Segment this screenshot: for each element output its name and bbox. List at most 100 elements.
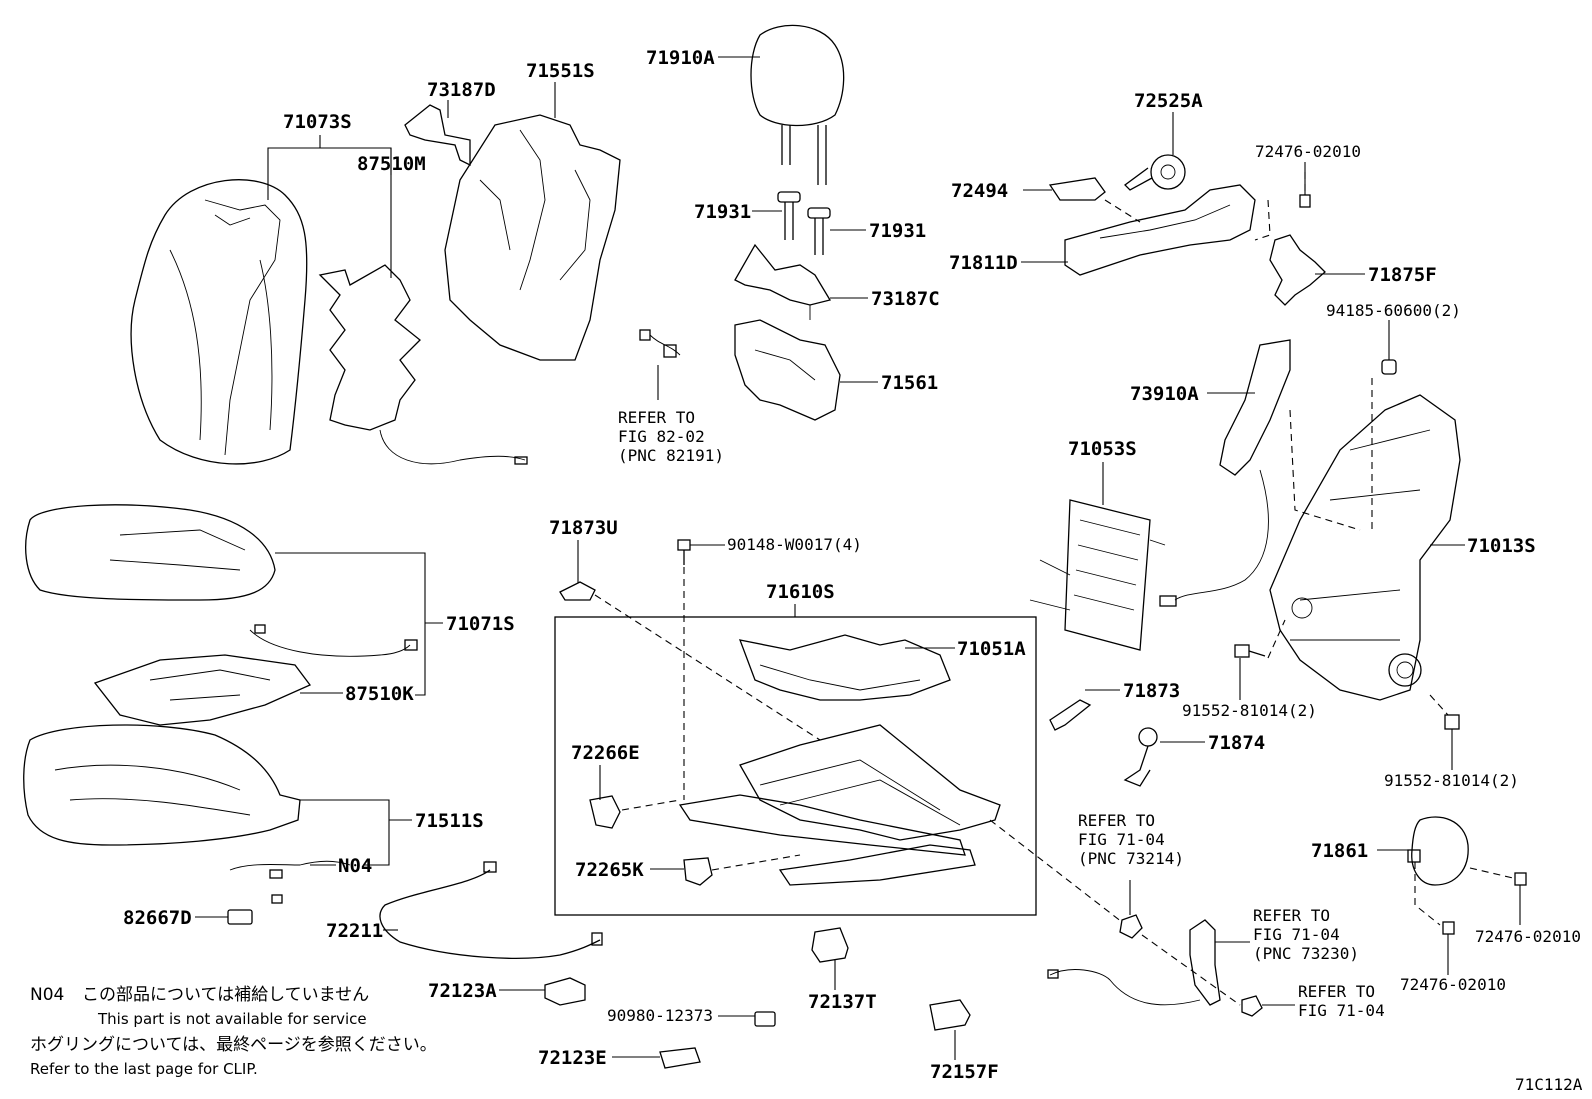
bolt-90148 (677, 539, 691, 800)
label-72137T: 72137T (808, 991, 877, 1013)
ref3-line2: FIG 71-04 (1253, 925, 1340, 944)
label-72123A: 72123A (428, 980, 497, 1002)
part-labels: 71073S 87510M 73187D 71551S 71910A 72525… (123, 47, 1583, 1094)
label-91552-81014-left: 91552-81014(2) (1182, 701, 1317, 720)
label-87510K: 87510K (345, 683, 414, 705)
label-72494: 72494 (951, 180, 1008, 202)
lumbar-actuator-drawing (1159, 339, 1361, 607)
connector-82191-drawing (639, 329, 681, 400)
nut-94185 (1371, 359, 1397, 530)
leader-lines (195, 56, 1521, 1060)
label-71551S: 71551S (526, 60, 595, 82)
ref2-line1: REFER TO (1078, 811, 1155, 830)
label-71873: 71873 (1123, 680, 1180, 702)
label-73910A: 73910A (1130, 383, 1199, 405)
label-91552-81014-right: 91552-81014(2) (1384, 771, 1519, 790)
note-n04-english: This part is not available for service (97, 1010, 367, 1028)
bolt-91552-right (1429, 694, 1460, 730)
seatback-pad-drawing (444, 114, 621, 361)
ref4-line2: FIG 71-04 (1298, 1001, 1385, 1020)
label-71931-left: 71931 (694, 201, 751, 223)
note-clip-english: Refer to the last page for CLIP. (30, 1060, 258, 1078)
71873u-part-drawing (559, 581, 821, 741)
label-72525A: 72525A (1134, 90, 1203, 112)
73187c-bracket-drawing (734, 243, 832, 320)
cushion-heater-mat-drawing (93, 654, 312, 726)
nut-fig71-04 (1241, 995, 1263, 1017)
seat-adjuster-group (554, 616, 1037, 916)
label-71873U: 71873U (549, 517, 618, 539)
label-71053S: 71053S (1068, 438, 1137, 460)
label-71811D: 71811D (949, 252, 1018, 274)
headrest-drawing (750, 24, 845, 185)
label-73187C: 73187C (871, 288, 940, 310)
cushion-cover-drawing (25, 504, 418, 657)
bolt-91552-left (1234, 619, 1286, 659)
note-n04-japanese: この部品については補給していません (82, 985, 369, 1005)
label-90148-W0017: 90148-W0017(4) (727, 535, 862, 554)
label-90980-12373: 90980-12373 (607, 1006, 713, 1025)
label-71051A: 71051A (957, 638, 1026, 660)
label-87510M: 87510M (357, 153, 426, 175)
72211-cable-drawing (379, 861, 603, 959)
n04-harness-drawing (229, 860, 351, 904)
label-71910A: 71910A (646, 47, 715, 69)
90980-connector-drawing (754, 1011, 776, 1027)
recliner-lever-drawing (1047, 919, 1241, 1006)
note-n04-code: N04 (30, 985, 64, 1005)
label-71511S: 71511S (415, 810, 484, 832)
screws-72476-lower (1414, 862, 1527, 935)
ref3-line3: (PNC 73230) (1253, 944, 1359, 963)
label-72266E: 72266E (571, 742, 640, 764)
footnotes: N04 この部品については補給していません This part is not a… (30, 985, 437, 1078)
72137t-clip-drawing (811, 927, 849, 963)
reference-notes: REFER TO FIG 82-02 (PNC 82191) REFER TO … (618, 408, 1385, 1020)
ref1-line3: (PNC 82191) (618, 446, 724, 465)
screw-72476-upper (1254, 172, 1311, 241)
ref2-line2: FIG 71-04 (1078, 830, 1165, 849)
label-71931-right: 71931 (869, 220, 926, 242)
note-clip-japanese: ホグリングについては、最終ページを参照ください。 (30, 1035, 437, 1055)
label-72265K: 72265K (575, 859, 644, 881)
ref2-line3: (PNC 73214) (1078, 849, 1184, 868)
ref4-line1: REFER TO (1298, 982, 1375, 1001)
label-72211: 72211 (326, 920, 383, 942)
label-71875F: 71875F (1368, 264, 1437, 286)
seatback-frame-drawing (1269, 394, 1461, 701)
label-72157F: 72157F (930, 1061, 999, 1083)
71875f-part-drawing (1269, 234, 1326, 306)
label-71013S: 71013S (1467, 535, 1536, 557)
seatback-heater-mat-drawing (318, 264, 528, 465)
72157f-clip-drawing (929, 999, 971, 1031)
72123a-clip-drawing (544, 977, 586, 1006)
nut-73214 (989, 819, 1143, 939)
headrest-guides-drawing (777, 191, 831, 255)
label-73187D: 73187D (427, 79, 496, 101)
71874-part-drawing (1123, 727, 1158, 787)
label-72476-02010-right: 72476-02010 (1475, 927, 1581, 946)
figure-id: 71C112A (1515, 1075, 1583, 1094)
label-94185-60600: 94185-60600(2) (1326, 301, 1461, 320)
label-71861: 71861 (1311, 840, 1368, 862)
cushion-pad-drawing (23, 724, 301, 846)
ref3-line1: REFER TO (1253, 906, 1330, 925)
label-N04: N04 (338, 855, 372, 877)
seat-shield-drawing (1064, 184, 1256, 276)
71561-cover-drawing (734, 319, 841, 421)
ref1-line1: REFER TO (618, 408, 695, 427)
label-71561: 71561 (881, 372, 938, 394)
label-71071S: 71071S (446, 613, 515, 635)
82667d-connector-drawing (227, 909, 253, 925)
72525a-knob-drawing (1124, 154, 1186, 191)
71861-cover-drawing (1407, 816, 1469, 886)
label-72476-02010-bottom: 72476-02010 (1400, 975, 1506, 994)
ref1-line2: FIG 82-02 (618, 427, 705, 446)
label-71874: 71874 (1208, 732, 1265, 754)
72123e-clip-drawing (659, 1047, 701, 1069)
seatback-spring-drawing (1029, 499, 1166, 651)
seatback-cover-drawing (130, 179, 308, 465)
71873-part-drawing (1049, 699, 1092, 731)
72494-part-drawing (1048, 177, 1106, 201)
